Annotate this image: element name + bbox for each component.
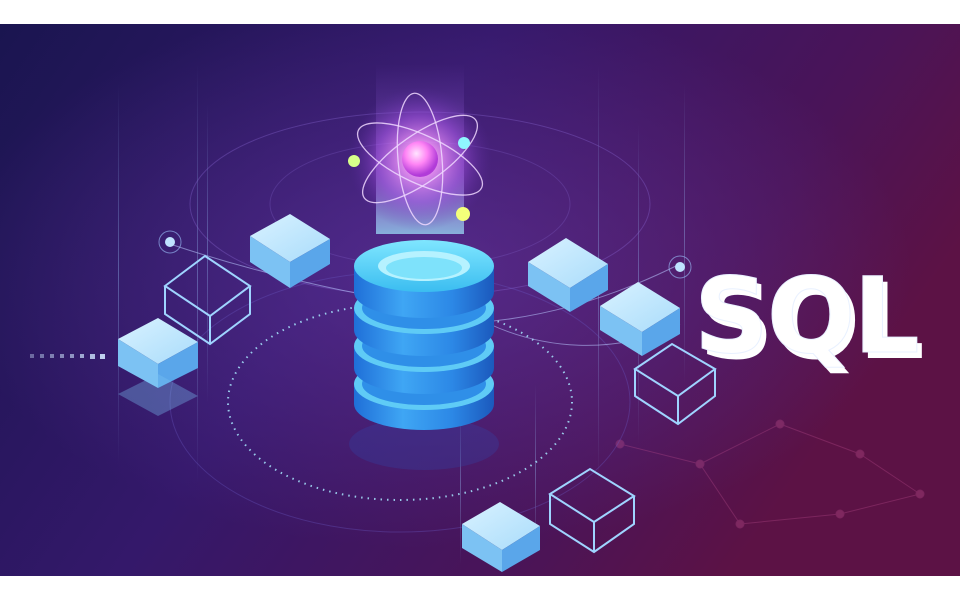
solid-tile-top-left (250, 214, 330, 288)
sql-title: SQL SQL (694, 255, 925, 384)
outline-tile-bottom (548, 467, 636, 554)
solid-tile-top-right (528, 238, 608, 312)
dotted-trail (30, 354, 105, 359)
solid-tile-right (600, 282, 680, 356)
svg-text:SQL: SQL (699, 261, 923, 383)
solid-tile-left-reflection (118, 374, 198, 416)
atom-icon (348, 87, 492, 231)
outline-tile-right (633, 342, 717, 426)
node-right (668, 255, 692, 279)
solid-tile-left (118, 318, 198, 388)
outline-tile-left (163, 254, 252, 346)
sql-database-illustration: SQL SQL (0, 24, 960, 576)
database-icon (349, 240, 499, 470)
network-pattern (615, 419, 925, 529)
solid-tile-bottom (462, 502, 540, 572)
svg-text:SQL: SQL (694, 255, 918, 377)
node-left (158, 230, 182, 254)
